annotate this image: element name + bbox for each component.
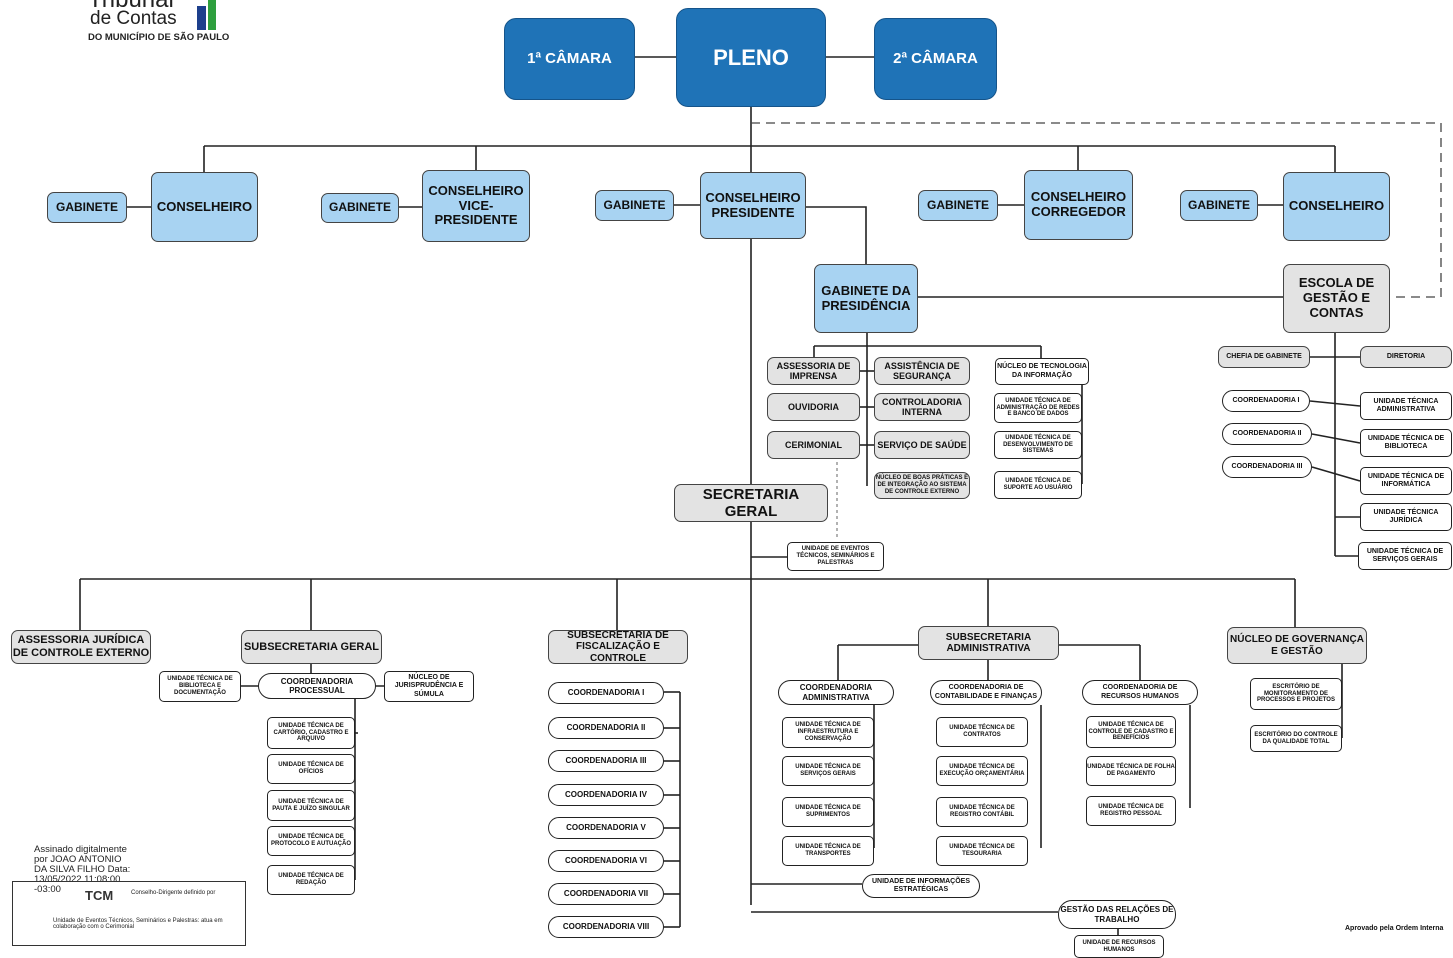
node-conselheiro-1[interactable]: CONSELHEIRO — [151, 172, 258, 242]
node-ut-registro-pessoal[interactable]: UNIDADE TÉCNICA DE REGISTRO PESSOAL — [1086, 796, 1176, 826]
node-nucleo-governanca[interactable]: NÚCLEO DE GOVERNANÇA E GESTÃO — [1227, 627, 1367, 664]
node-gestao-relacoes-trabalho[interactable]: GESTÃO DAS RELAÇÕES DE TRABALHO — [1058, 900, 1176, 929]
node-gabinete-5[interactable]: GABINETE — [1180, 190, 1258, 221]
node-escola-coordenadoria-1[interactable]: COORDENADORIA I — [1222, 390, 1310, 412]
digital-signature: Assinado digitalmente por JOAO ANTONIO D… — [34, 844, 131, 895]
legend: TCM Conselho-Dirigente definido por Unid… — [12, 881, 246, 946]
node-fisc-coordenadoria-1[interactable]: COORDENADORIA I — [548, 682, 664, 704]
node-fisc-coordenadoria-3[interactable]: COORDENADORIA III — [548, 750, 664, 772]
node-secretaria-geral[interactable]: SECRETARIA GERAL — [674, 484, 828, 522]
node-subsecretaria-administrativa[interactable]: SUBSECRETARIA ADMINISTRATIVA — [918, 626, 1059, 660]
node-gabinete-1[interactable]: GABINETE — [47, 192, 127, 223]
node-controladoria-interna[interactable]: CONTROLADORIA INTERNA — [874, 393, 970, 421]
node-ut-folha-pagamento[interactable]: UNIDADE TÉCNICA DE FOLHA DE PAGAMENTO — [1086, 756, 1176, 786]
node-fisc-coordenadoria-8[interactable]: COORDENADORIA VIII — [548, 916, 664, 938]
node-diretoria[interactable]: DIRETORIA — [1360, 346, 1452, 368]
approval-note: Aprovado pela Ordem Interna — [1345, 925, 1444, 932]
node-conselheiro-presidente[interactable]: CONSELHEIRO PRESIDENTE — [700, 172, 806, 239]
node-subsecretaria-geral[interactable]: SUBSECRETARIA GERAL — [241, 630, 382, 664]
node-fisc-coordenadoria-2[interactable]: COORDENADORIA II — [548, 717, 664, 739]
node-ut-transportes[interactable]: UNIDADE TÉCNICA DE TRANSPORTES — [782, 836, 874, 866]
node-assistencia-de-seguranca[interactable]: ASSISTÊNCIA DE SEGURANÇA — [874, 357, 970, 385]
node-gabinete-2[interactable]: GABINETE — [321, 193, 399, 223]
node-ut-contratos[interactable]: UNIDADE TÉCNICA DE CONTRATOS — [936, 717, 1028, 747]
node-ut-execucao-orcamentaria[interactable]: UNIDADE TÉCNICA DE EXECUÇÃO ORÇAMENTÁRIA — [936, 756, 1028, 786]
node-cerimonial[interactable]: CERIMONIAL — [767, 431, 860, 459]
node-assessoria-de-imprensa[interactable]: ASSESSORIA DE IMPRENSA — [767, 357, 860, 385]
node-chefia-de-gabinete[interactable]: CHEFIA DE GABINETE — [1218, 346, 1310, 368]
node-ut-juridica[interactable]: UNIDADE TÉCNICA JURÍDICA — [1360, 503, 1452, 531]
node-conselheiro-corregedor[interactable]: CONSELHEIRO CORREGEDOR — [1024, 170, 1133, 240]
node-2a-camara[interactable]: 2ª CÂMARA — [874, 18, 997, 100]
node-subsecretaria-fiscalizacao[interactable]: SUBSECRETARIA DE FISCALIZAÇÃO E CONTROLE — [548, 630, 688, 664]
node-coordenadoria-contabilidade[interactable]: COORDENADORIA DE CONTABILIDADE E FINANÇA… — [930, 680, 1042, 705]
node-escritorio-monitoramento[interactable]: ESCRITÓRIO DE MONITORAMENTO DE PROCESSOS… — [1250, 678, 1342, 710]
node-escola-de-gestao[interactable]: ESCOLA DE GESTÃO E CONTAS — [1283, 264, 1390, 333]
tcm-logo: Tribunal de Contas DO MUNICÍPIO DE SÃO P… — [88, 0, 268, 46]
node-ut-cartorio[interactable]: UNIDADE TÉCNICA DE CARTÓRIO, CADASTRO E … — [267, 717, 355, 749]
node-coordenadoria-processual[interactable]: COORDENADORIA PROCESSUAL — [258, 673, 376, 699]
node-escola-coordenadoria-3[interactable]: COORDENADORIA III — [1222, 456, 1312, 478]
node-fisc-coordenadoria-7[interactable]: COORDENADORIA VII — [548, 883, 664, 905]
node-ut-administrativa[interactable]: UNIDADE TÉCNICA ADMINISTRATIVA — [1360, 392, 1452, 420]
node-nucleo-de-tecnologia[interactable]: NÚCLEO DE TECNOLOGIA DA INFORMAÇÃO — [995, 358, 1089, 385]
node-assessoria-juridica[interactable]: ASSESSORIA JURÍDICA DE CONTROLE EXTERNO — [11, 630, 151, 664]
node-ut-desenvolvimento-sistemas[interactable]: UNIDADE TÉCNICA DE DESENVOLVIMENTO DE SI… — [994, 431, 1082, 459]
node-ut-informatica[interactable]: UNIDADE TÉCNICA DE INFORMÁTICA — [1360, 467, 1452, 495]
node-ut-suprimentos[interactable]: UNIDADE TÉCNICA DE SUPRIMENTOS — [782, 797, 874, 827]
node-fisc-coordenadoria-4[interactable]: COORDENADORIA IV — [548, 784, 664, 806]
node-informacoes-estrategicas[interactable]: UNIDADE DE INFORMAÇÕES ESTRATÉGICAS — [862, 874, 980, 898]
node-ut-servicos-gerais[interactable]: UNIDADE TÉCNICA DE SERVIÇOS GERAIS — [782, 756, 874, 786]
node-ouvidoria[interactable]: OUVIDORIA — [767, 393, 860, 421]
node-coordenadoria-administrativa[interactable]: COORDENADORIA ADMINISTRATIVA — [778, 680, 894, 705]
node-nucleo-boas-praticas[interactable]: NÚCLEO DE BOAS PRÁTICAS E DE INTEGRAÇÃO … — [874, 472, 970, 499]
node-ut-servicos-gerais-escola[interactable]: UNIDADE TÉCNICA DE SERVIÇOS GERAIS — [1358, 542, 1452, 570]
node-conselheiro-vice-presidente[interactable]: CONSELHEIRO VICE-PRESIDENTE — [422, 170, 530, 242]
node-gabinete-4[interactable]: GABINETE — [918, 190, 998, 221]
node-pleno[interactable]: PLENO — [676, 8, 826, 107]
logo-line2: de Contas — [90, 8, 177, 29]
node-servico-de-saude[interactable]: SERVIÇO DE SAÚDE — [874, 431, 970, 459]
legend-line-dashed: Unidade de Eventos Técnicos, Seminários … — [53, 918, 223, 930]
node-coordenadoria-recursos-humanos[interactable]: COORDENADORIA DE RECURSOS HUMANOS — [1082, 680, 1198, 705]
node-fisc-coordenadoria-6[interactable]: COORDENADORIA VI — [548, 850, 664, 872]
node-unidade-de-eventos[interactable]: UNIDADE DE EVENTOS TÉCNICOS, SEMINÁRIOS … — [787, 542, 884, 571]
node-unidade-recursos-humanos[interactable]: UNIDADE DE RECURSOS HUMANOS — [1074, 935, 1164, 958]
legend-line-solid: Conselho-Dirigente definido por — [131, 890, 216, 896]
node-ut-infraestrutura[interactable]: UNIDADE TÉCNICA DE INFRAESTRUTURA E CONS… — [782, 717, 874, 748]
logo-line1: Tribunal — [88, 0, 174, 14]
legend-tcm-logo: TCM — [85, 888, 114, 903]
node-gabinete-3[interactable]: GABINETE — [595, 190, 674, 221]
node-ut-cadastro-beneficios[interactable]: UNIDADE TÉCNICA DE CONTROLE DE CADASTRO … — [1086, 716, 1176, 748]
node-ut-biblioteca-documentacao[interactable]: UNIDADE TÉCNICA DE BIBLIOTECA E DOCUMENT… — [159, 671, 241, 702]
node-ut-oficios[interactable]: UNIDADE TÉCNICA DE OFÍCIOS — [267, 754, 355, 784]
node-1a-camara[interactable]: 1ª CÂMARA — [504, 18, 635, 100]
node-nucleo-jurisprudencia[interactable]: NÚCLEO DE JURISPRUDÊNCIA E SÚMULA — [384, 671, 474, 702]
node-ut-biblioteca[interactable]: UNIDADE TÉCNICA DE BIBLIOTECA — [1360, 429, 1452, 457]
node-ut-registro-contabil[interactable]: UNIDADE TÉCNICA DE REGISTRO CONTÁBIL — [936, 797, 1028, 827]
node-fisc-coordenadoria-5[interactable]: COORDENADORIA V — [548, 817, 664, 839]
node-ut-tesouraria[interactable]: UNIDADE TÉCNICA DE TESOURARIA — [936, 836, 1028, 866]
node-ut-redacao[interactable]: UNIDADE TÉCNICA DE REDAÇÃO — [267, 865, 355, 895]
node-conselheiro-5[interactable]: CONSELHEIRO — [1283, 172, 1390, 241]
node-ut-suporte-usuario[interactable]: UNIDADE TÉCNICA DE SUPORTE AO USUÁRIO — [994, 471, 1082, 499]
node-ut-pauta[interactable]: UNIDADE TÉCNICA DE PAUTA E JUÍZO SINGULA… — [267, 790, 355, 821]
logo-mark-blue — [197, 6, 206, 30]
logo-mark-green — [208, 0, 216, 30]
node-escritorio-qualidade[interactable]: ESCRITÓRIO DO CONTROLE DA QUALIDADE TOTA… — [1250, 725, 1342, 752]
node-escola-coordenadoria-2[interactable]: COORDENADORIA II — [1222, 423, 1312, 445]
node-ut-protocolo[interactable]: UNIDADE TÉCNICA DE PROTOCOLO E AUTUAÇÃO — [267, 826, 355, 856]
node-gabinete-da-presidencia[interactable]: GABINETE DA PRESIDÊNCIA — [814, 264, 918, 333]
node-ut-administracao-redes[interactable]: UNIDADE TÉCNICA DE ADMINISTRAÇÃO DE REDE… — [994, 393, 1082, 423]
logo-line3: DO MUNICÍPIO DE SÃO PAULO — [88, 32, 230, 43]
